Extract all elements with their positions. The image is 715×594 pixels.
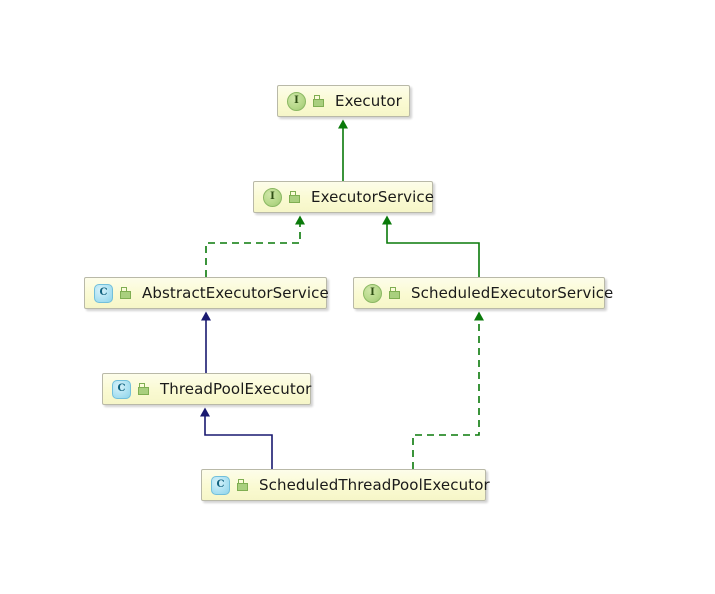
class-icon: C	[112, 379, 131, 399]
edge-scheduled-thread-pool-executor-to-thread-pool-executor	[200, 407, 273, 469]
package-icon	[237, 478, 250, 492]
uml-node-label: ThreadPoolExecutor	[160, 380, 312, 398]
uml-node-label: ScheduledExecutorService	[411, 284, 614, 302]
interface-icon: I	[263, 187, 282, 207]
package-icon	[138, 382, 151, 396]
edge-abstract-executor-service-to-executor-service	[205, 215, 305, 277]
package-icon	[289, 190, 302, 204]
uml-node-scheduled-executor-service[interactable]: I ScheduledExecutorService	[353, 277, 613, 309]
uml-node-scheduled-thread-pool-executor[interactable]: C ScheduledThreadPoolExecutor	[201, 469, 490, 501]
uml-node-label: ExecutorService	[311, 188, 435, 206]
uml-node-label: Executor	[335, 92, 402, 110]
edge-scheduled-executor-service-to-executor-service	[382, 215, 480, 277]
package-icon	[389, 286, 402, 300]
uml-node-label: AbstractExecutorService	[142, 284, 329, 302]
edge-scheduled-thread-pool-executor-to-scheduled-executor-service	[412, 311, 484, 469]
class-icon: C	[211, 475, 230, 495]
uml-node-abstract-executor-service[interactable]: C AbstractExecutorService	[84, 277, 329, 309]
uml-node-label: ScheduledThreadPoolExecutor	[259, 476, 490, 494]
uml-node-thread-pool-executor[interactable]: C ThreadPoolExecutor	[102, 373, 311, 405]
interface-icon: I	[287, 91, 306, 111]
package-icon	[313, 94, 326, 108]
uml-node-executor[interactable]: I Executor	[277, 85, 410, 117]
uml-node-executor-service[interactable]: I ExecutorService	[253, 181, 435, 213]
package-icon	[120, 286, 133, 300]
class-icon: C	[94, 283, 113, 303]
interface-icon: I	[363, 283, 382, 303]
